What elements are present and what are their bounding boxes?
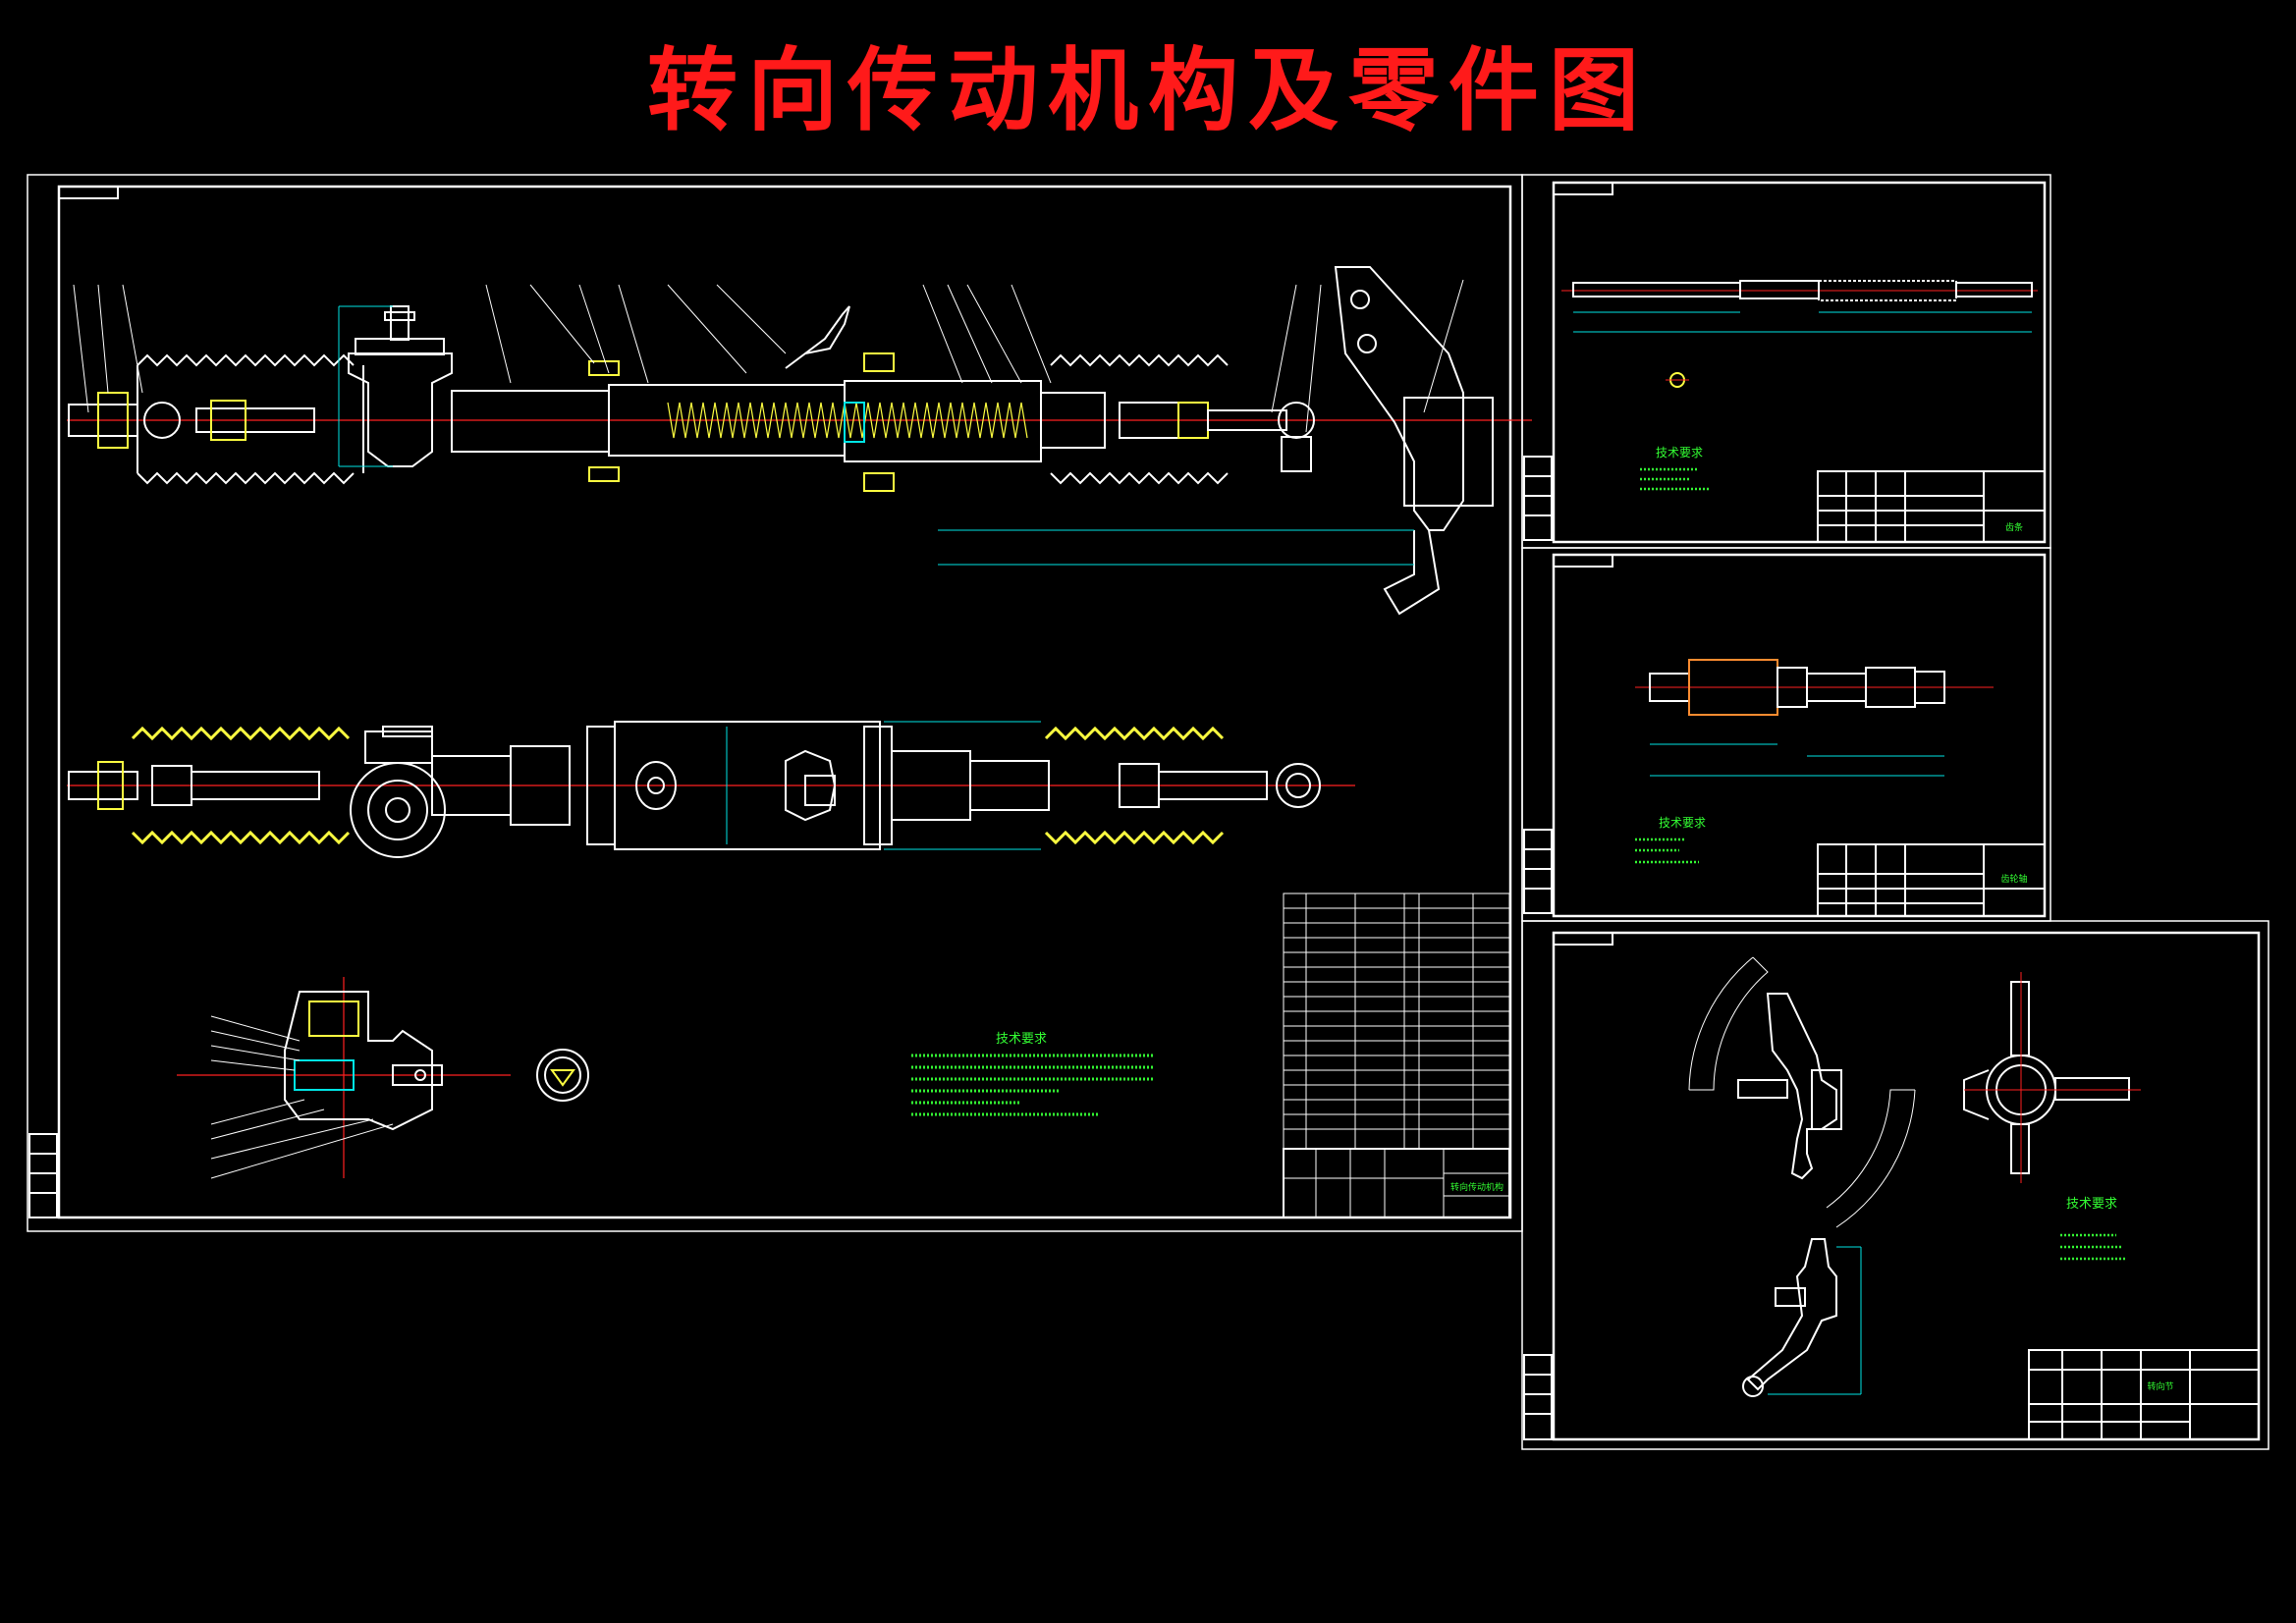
assembly-tech-req-lines [911, 1054, 1154, 1116]
rack-teeth [667, 402, 1028, 439]
knuckle-sheet [1521, 920, 2269, 1450]
section-bb [284, 991, 433, 1131]
pinion-title-block-name: 齿轮轴 [2000, 873, 2027, 885]
tie-rod-sheet [1521, 174, 2051, 549]
left-boot-top [137, 353, 355, 485]
pinion-sheet [1521, 547, 2051, 922]
assembly-corner-tab [58, 186, 119, 199]
page-title: 转向传动机构及零件图 [646, 37, 1649, 143]
steering-arm [1334, 266, 1464, 531]
section-aa [536, 1049, 589, 1102]
pinion-tech-req-heading: 技术要求 [1659, 816, 1706, 830]
knuckle-side-view [1766, 993, 1837, 1180]
knuckle-tech-req-heading: 技术要求 [2066, 1197, 2117, 1212]
knuckle-tech-req-lines [2060, 1233, 2126, 1261]
right-boot-front [1044, 726, 1225, 845]
left-boot-front [131, 726, 351, 845]
assembly-outer-frame [27, 174, 1523, 1232]
leader-lines-top [73, 279, 1464, 433]
assembly-side-strip [28, 1133, 58, 1218]
tie-rod-tech-req-lines [1640, 467, 1709, 491]
assembly-title-block-name: 转向传动机构 [1450, 1181, 1503, 1193]
dimension-lines [338, 305, 1414, 566]
assembly-tech-req-heading: 技术要求 [996, 1032, 1047, 1047]
assembly-inner-frame [57, 185, 1512, 1219]
reservoir [348, 352, 453, 467]
knuckle-swing-arc [1688, 956, 1754, 1091]
right-boot-top [1050, 353, 1229, 485]
tie-rod-shaft [1572, 282, 1741, 298]
knuckle-title-block-name: 转向节 [2147, 1380, 2173, 1392]
tie-rod-tech-req-heading: 技术要求 [1656, 446, 1703, 460]
rack-housing [451, 390, 610, 453]
assembly-sheet [27, 174, 1532, 1232]
assembly-bom-table [1283, 893, 1510, 1218]
knuckle-bottom-view [1746, 1238, 1837, 1391]
tie-rod-title-block-name: 齿条 [2005, 521, 2023, 533]
pinion-tech-req-lines [1635, 838, 1699, 864]
pinion-housing-round [350, 762, 446, 858]
